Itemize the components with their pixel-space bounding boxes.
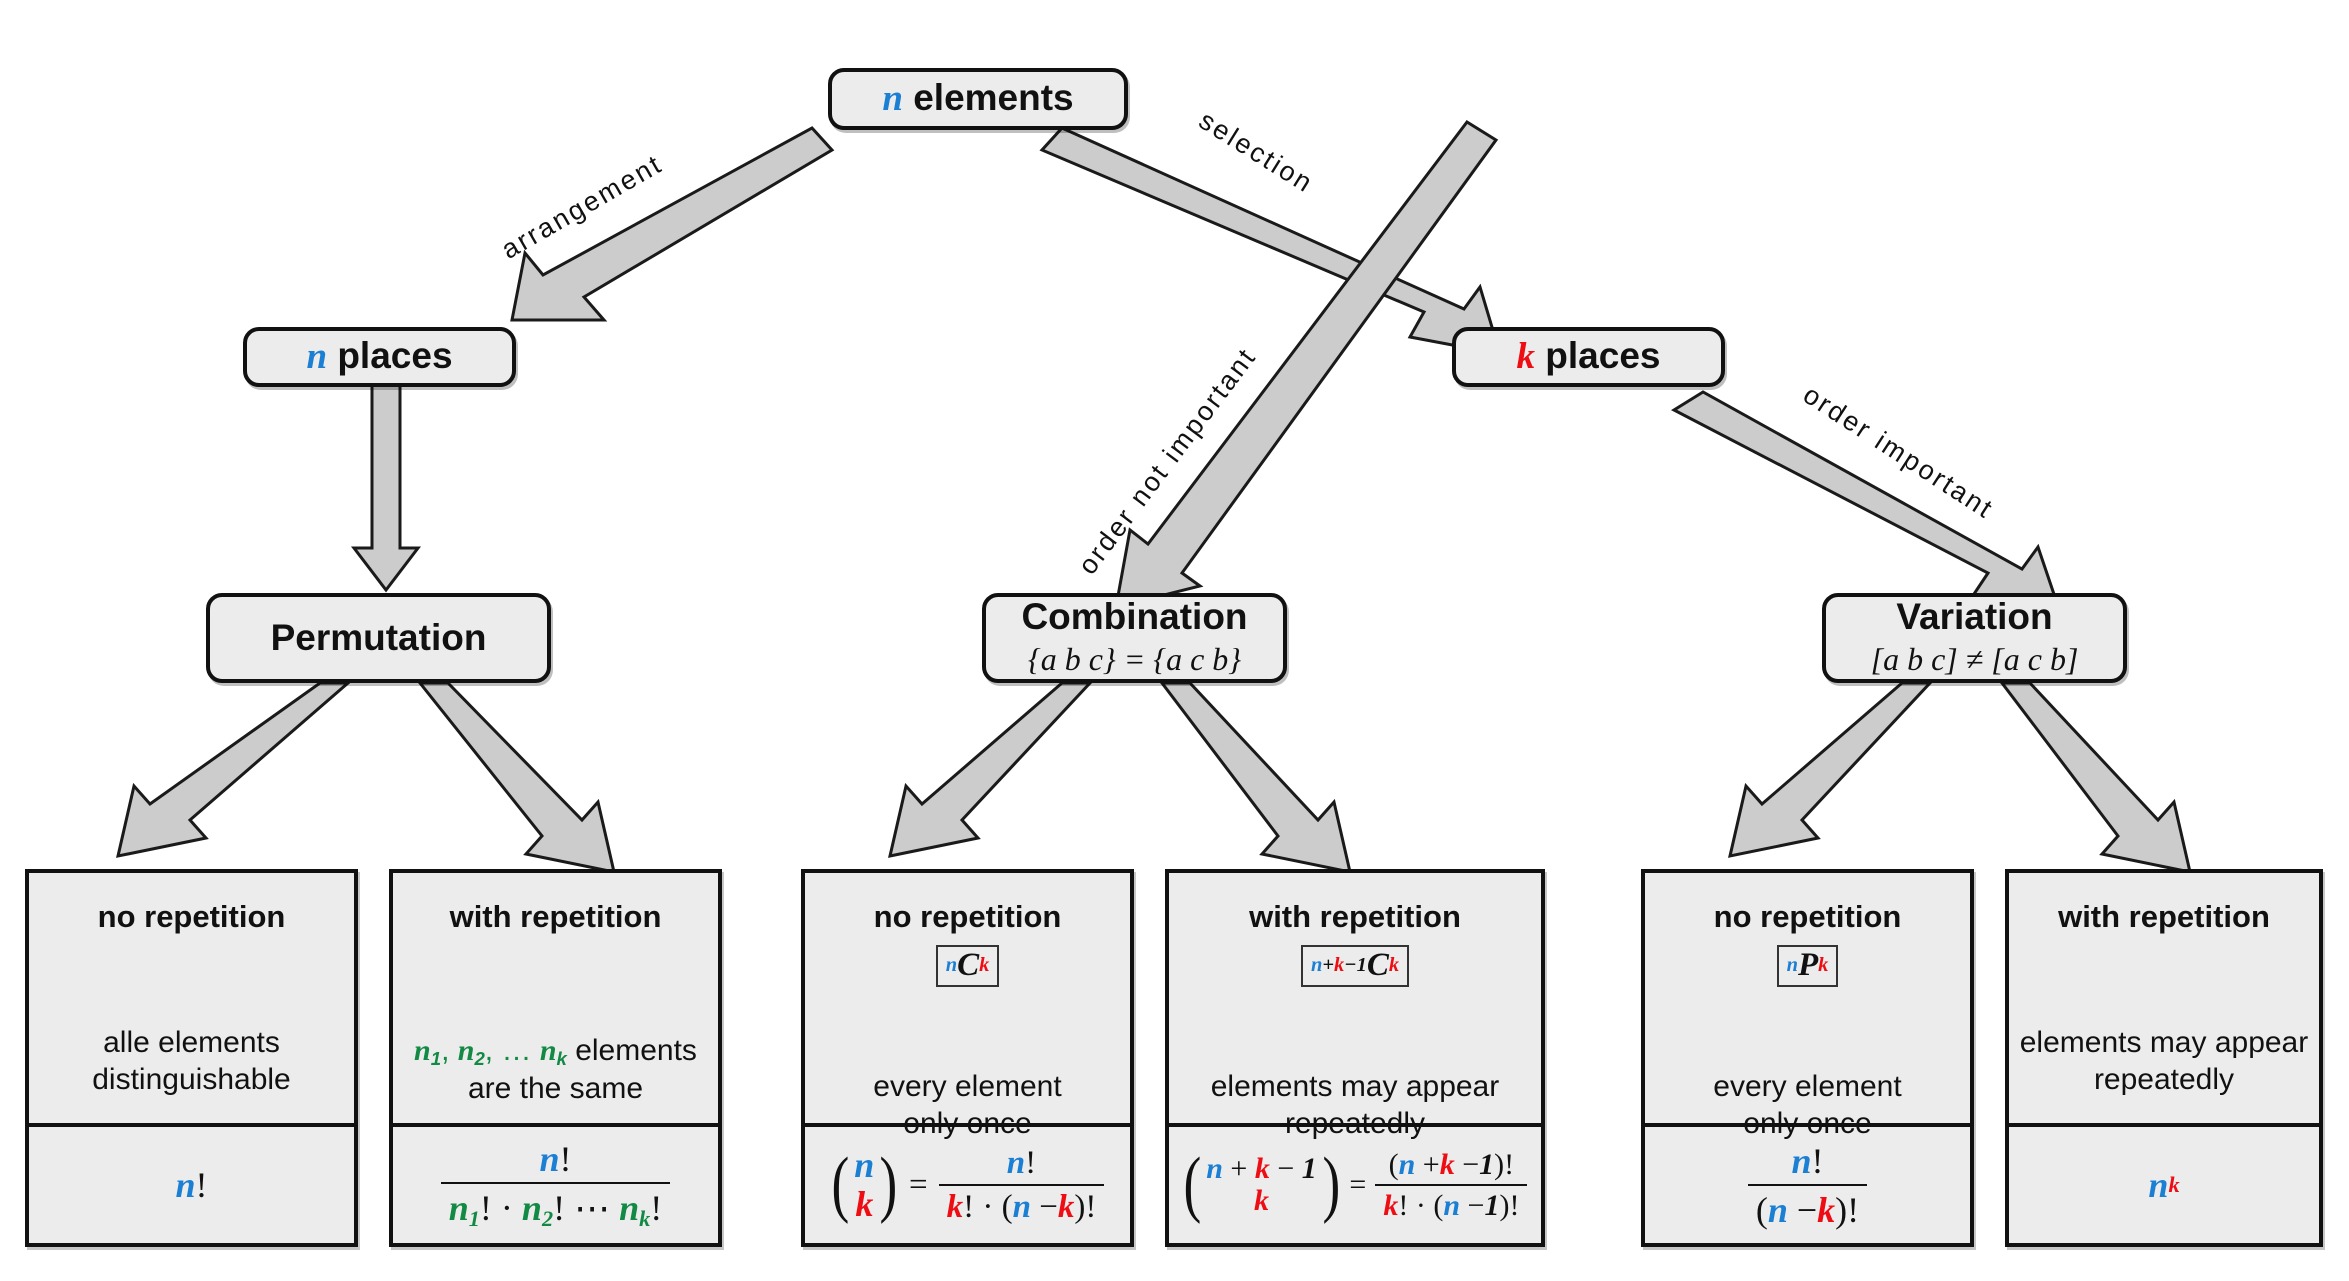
leaf-formula: n! n1! · n2! ⋯ nk! <box>393 1123 718 1243</box>
leaf-head: with repetition <box>449 899 662 934</box>
node-combination-subtitle: {a b c} = {a c b} <box>1027 640 1242 677</box>
leaf-formula: n! <box>29 1123 354 1243</box>
node-permutation-title: Permutation <box>270 616 487 658</box>
arrow-combination-left <box>888 681 1094 858</box>
arrow-permutation-right <box>416 681 616 874</box>
arrow-variation-right <box>1998 681 2192 874</box>
leaf-variation-with-repetition[interactable]: with repetition elements may appear repe… <box>2005 869 2323 1247</box>
leaf-formula: n! (n −k)! <box>1645 1123 1970 1243</box>
leaf-description: every element only once <box>1713 1070 1902 1140</box>
leaf-permutation-with-repetition[interactable]: with repetition n1, n2, … nk elements ar… <box>389 869 722 1247</box>
node-combination[interactable]: Combination {a b c} = {a c b} <box>982 593 1287 683</box>
node-variation-subtitle: [a b c] ≠ [a c b] <box>1870 640 2079 677</box>
node-n-places-title: n places <box>306 335 453 378</box>
node-permutation[interactable]: Permutation <box>206 593 551 683</box>
node-variation[interactable]: Variation [a b c] ≠ [a c b] <box>1822 593 2127 683</box>
edge-label-selection: selection <box>1193 105 1320 199</box>
node-k-places[interactable]: k places <box>1452 327 1725 387</box>
node-combination-title: Combination <box>1021 596 1248 638</box>
leaf-formula: ( n k ) = n! k! · (n −k)! <box>805 1123 1130 1243</box>
leaf-formula: ( n + k − 1 k ) = (n +k <box>1169 1123 1541 1243</box>
leaf-description: alle elements distinguishable <box>92 1026 291 1096</box>
edge-label-order-important: order important <box>1798 379 2000 525</box>
leaf-upper: with repetition n1, n2, … nk elements ar… <box>393 873 718 1123</box>
leaf-upper: no repetition alle elements distinguisha… <box>29 873 354 1123</box>
leaf-head: no repetition <box>873 899 1062 934</box>
arrow-permutation-left <box>116 681 353 858</box>
arrow-combination-right <box>1158 681 1352 874</box>
node-n-elements[interactable]: n elements <box>828 68 1128 130</box>
edge-label-arrangement: arrangement <box>496 148 668 265</box>
leaf-head: with repetition <box>1249 899 1461 934</box>
leaf-head: no repetition <box>1713 899 1902 934</box>
arrow-variation-left <box>1728 681 1934 858</box>
arrow-nplaces-permutation <box>350 383 422 593</box>
leaf-upper: with repetition elements may appear repe… <box>2009 873 2319 1123</box>
arrow-order-not-important <box>1114 120 1499 610</box>
leaf-head: no repetition <box>97 899 286 934</box>
edge-label-order-not-important: order not important <box>1072 341 1263 580</box>
node-variation-title: Variation <box>1896 596 2053 638</box>
leaf-description: n1, n2, … nk elements are the same <box>414 1034 697 1105</box>
node-n-places[interactable]: n places <box>243 327 516 387</box>
leaf-permutation-no-repetition[interactable]: no repetition alle elements distinguisha… <box>25 869 358 1247</box>
node-k-places-title: k places <box>1516 335 1661 378</box>
node-n-elements-title: n elements <box>882 77 1074 120</box>
leaf-description: elements may appear repeatedly <box>1210 1070 1500 1140</box>
leaf-description: every element only once <box>873 1070 1062 1140</box>
leaf-head: with repetition <box>2058 899 2270 934</box>
leaf-description: elements may appear repeatedly <box>2019 1026 2309 1096</box>
